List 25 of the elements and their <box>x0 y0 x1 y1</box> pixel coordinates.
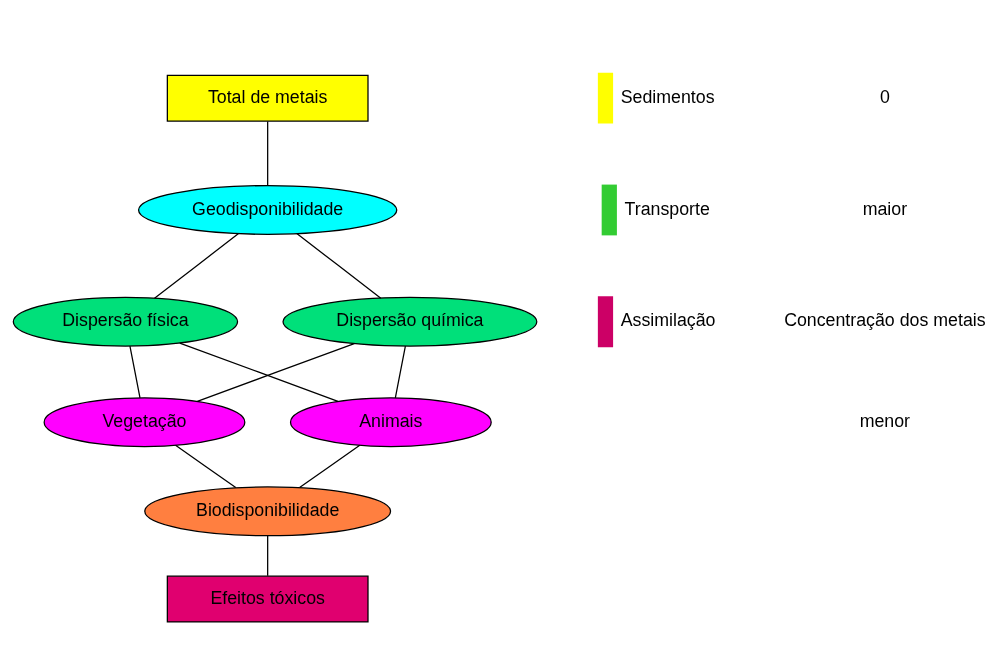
node-box: Efeitos tóxicos <box>166 575 369 623</box>
label: maior <box>862 198 908 219</box>
connector <box>174 444 237 489</box>
legend-label: Assimilação <box>620 310 716 331</box>
label: Concentração dos metais <box>784 310 986 331</box>
node-ellipse: Biodisponibilidade <box>144 486 392 537</box>
legend-label: Sedimentos <box>620 86 715 107</box>
node-ellipse: Vegetação <box>43 397 246 448</box>
connector <box>196 342 355 403</box>
connector <box>267 120 269 187</box>
label: 0 <box>879 86 890 107</box>
node-ellipse: Dispersão física <box>12 296 239 347</box>
connector <box>298 444 361 489</box>
connector <box>179 342 339 403</box>
node-box: Total de metais <box>166 74 369 122</box>
connector <box>153 233 240 299</box>
connector <box>129 345 141 399</box>
connector <box>267 535 269 577</box>
connector <box>394 345 406 399</box>
node-ellipse: Animais <box>289 397 492 448</box>
legend-label: Transporte <box>624 198 710 219</box>
node-ellipse: Dispersão química <box>282 296 538 347</box>
connector <box>296 233 382 299</box>
node-ellipse: Geodisponibilidade <box>137 185 398 235</box>
label: menor <box>859 410 911 431</box>
